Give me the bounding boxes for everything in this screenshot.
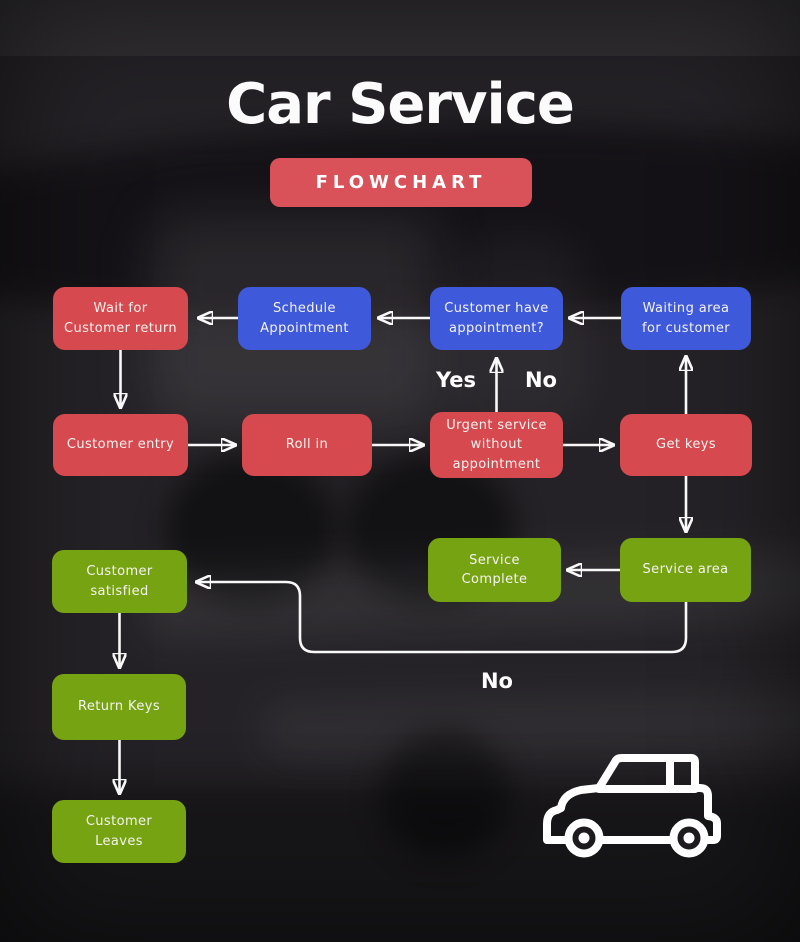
node-customer-entry: Customer entry [53,414,188,476]
node-customer-leaves: Customer Leaves [52,800,186,863]
label-yes: Yes [435,368,477,392]
node-wait-for-customer-return: Wait for Customer return [53,287,188,350]
node-schedule-appointment: Schedule Appointment [238,287,371,350]
arrow-area-to-satisfied-loop [197,582,688,654]
node-customer-have-appointment: Customer have appointment? [430,287,563,350]
node-customer-satisfied: Customer satisfied [52,550,187,613]
node-service-area: Service area [620,538,751,602]
node-get-keys: Get keys [620,414,752,476]
node-urgent-service-without-appointment: Urgent service without appointment [430,412,563,478]
label-no-loop: No [480,669,513,693]
label-no-decision: No [524,368,557,392]
car-outline-icon [543,754,721,858]
page-title: Car Service [226,72,575,137]
flowchart-badge: FLOWCHART [270,158,532,207]
node-roll-in: Roll in [242,414,372,476]
node-waiting-area-for-customer: Waiting area for customer [621,287,751,350]
node-service-complete: Service Complete [428,538,561,602]
node-return-keys: Return Keys [52,674,186,740]
